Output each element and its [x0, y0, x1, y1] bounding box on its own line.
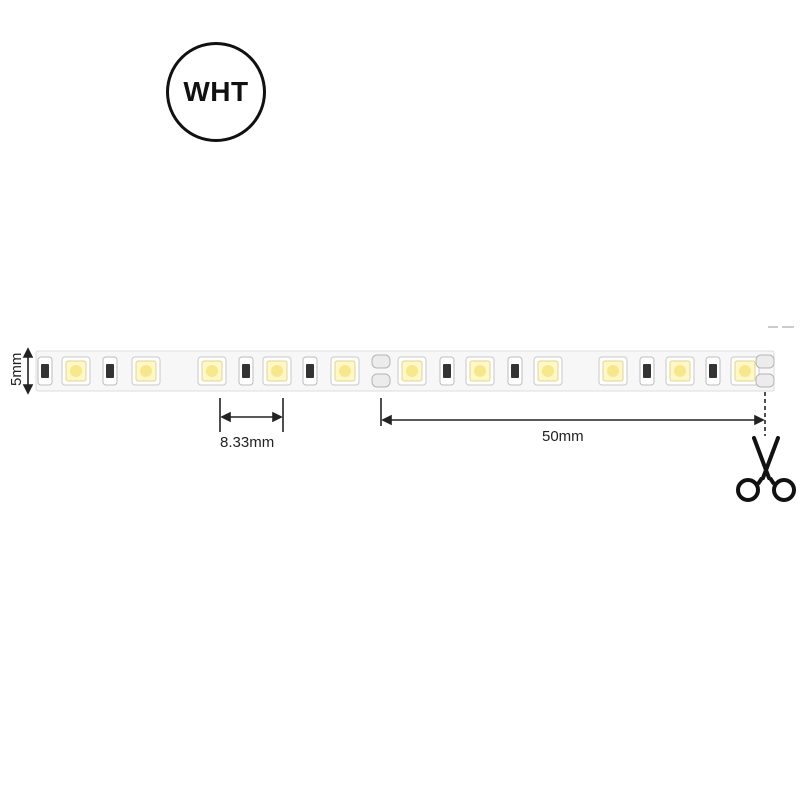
- solder-pad: [371, 354, 391, 388]
- led-chip: [262, 356, 292, 386]
- resistor: [507, 356, 523, 386]
- led-chip: [533, 356, 563, 386]
- led-chip: [330, 356, 360, 386]
- pitch-dimension-arrow: [219, 398, 284, 432]
- color-badge-label: WHT: [183, 76, 249, 107]
- color-badge: WHT: [166, 42, 266, 142]
- pitch-label: 8.33mm: [220, 434, 275, 451]
- led-chip: [598, 356, 628, 386]
- led-chip: [730, 356, 760, 386]
- resistor: [102, 356, 118, 386]
- led-chip: [131, 356, 161, 386]
- led-chip: [397, 356, 427, 386]
- segment-label: 50mm: [542, 428, 584, 445]
- segment-dimension-arrow: [380, 392, 766, 436]
- solder-pad: [755, 354, 775, 388]
- resistor: [37, 356, 53, 386]
- resistor: [238, 356, 254, 386]
- resistor: [439, 356, 455, 386]
- width-label: 5mm: [8, 352, 25, 386]
- led-strip: [35, 350, 775, 392]
- scissors-icon: [736, 436, 796, 502]
- width-dimension-arrow: [22, 347, 34, 395]
- resistor: [302, 356, 318, 386]
- resistor: [639, 356, 655, 386]
- resistor: [705, 356, 721, 386]
- led-chip: [465, 356, 495, 386]
- led-chip: [665, 356, 695, 386]
- led-chip: [61, 356, 91, 386]
- led-chip: [197, 356, 227, 386]
